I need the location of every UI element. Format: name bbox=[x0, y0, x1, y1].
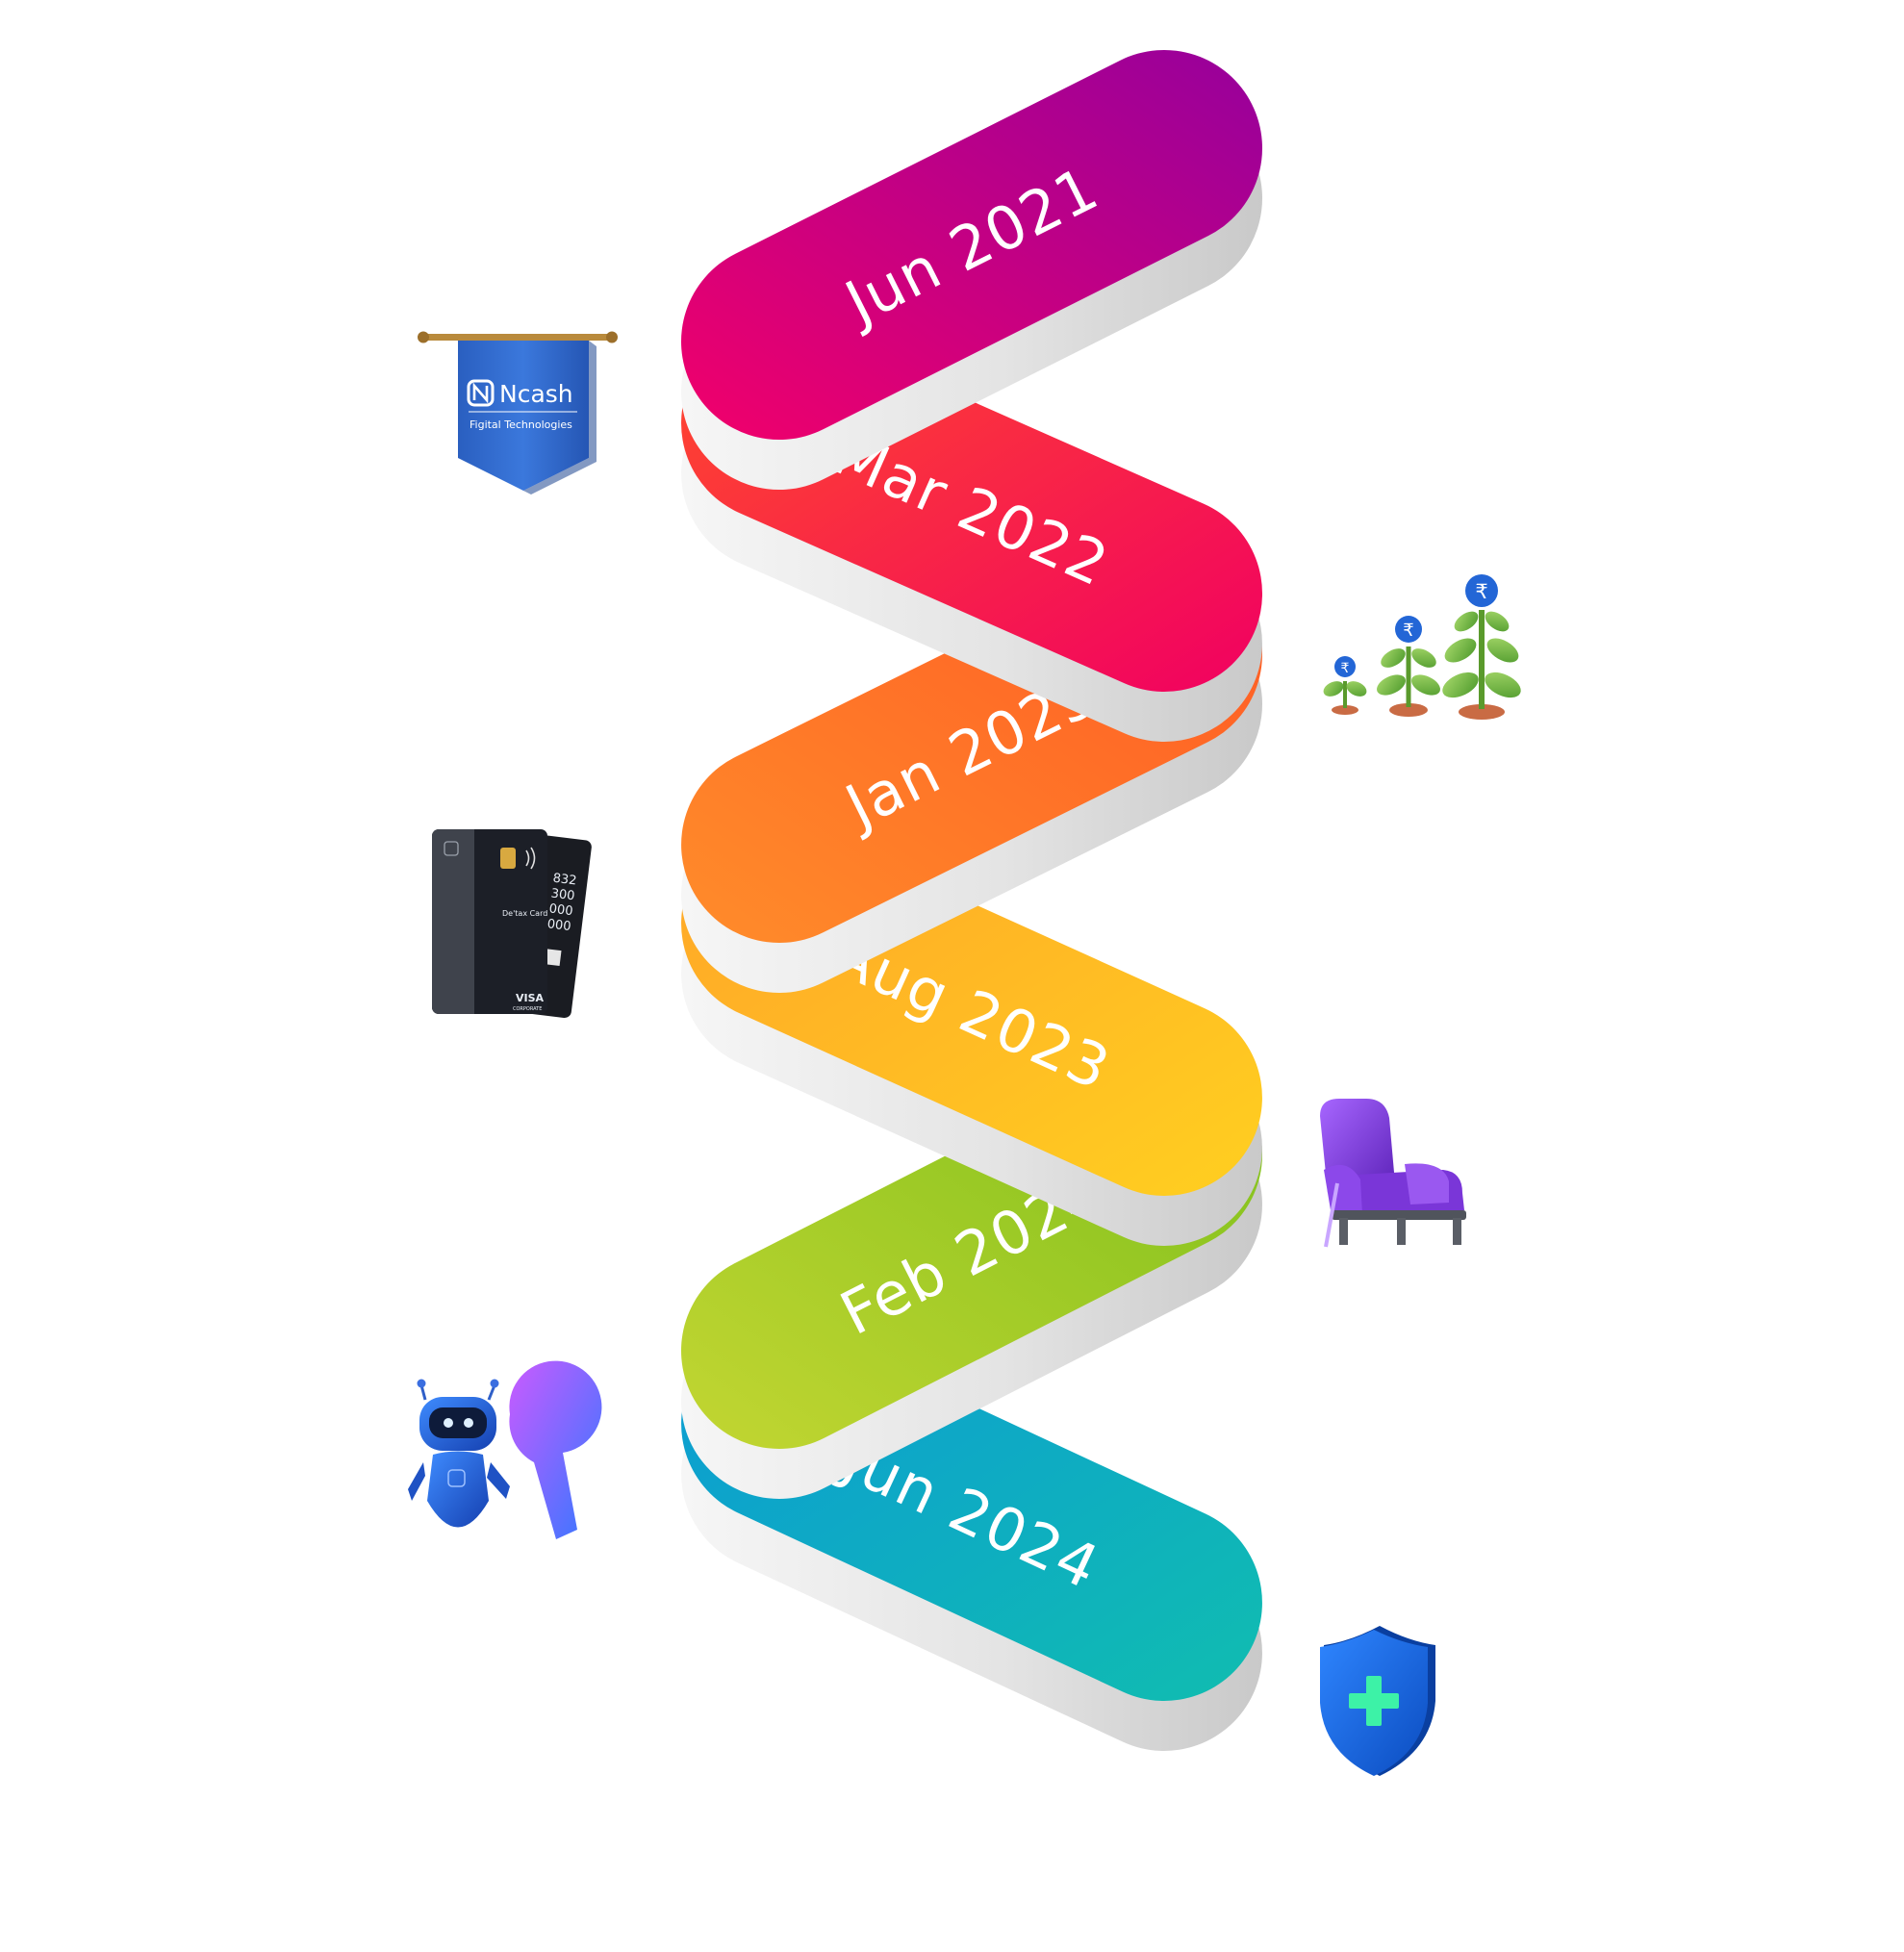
svg-text:832: 832 bbox=[552, 872, 577, 889]
currency-symbol: ₹ bbox=[1341, 661, 1350, 676]
currency-symbol: ₹ bbox=[1475, 580, 1487, 603]
chair-illustration bbox=[1320, 1099, 1466, 1248]
timeline-step-1: Jun 2021 bbox=[681, 50, 1262, 491]
growth-plants-illustration: ₹ ₹ ₹ bbox=[1323, 574, 1521, 720]
card-product: De'tax Card bbox=[502, 909, 547, 918]
small-plant-icon: ₹ bbox=[1323, 656, 1367, 715]
svg-text:300: 300 bbox=[550, 886, 575, 903]
step-top bbox=[681, 50, 1262, 441]
card-logo-icon bbox=[444, 841, 459, 856]
svg-text:000: 000 bbox=[548, 901, 573, 919]
chip-icon bbox=[500, 848, 516, 869]
shield-illustration bbox=[1320, 1626, 1435, 1776]
banner-tagline: Figital Technologies bbox=[470, 418, 572, 431]
medium-plant-icon: ₹ bbox=[1377, 616, 1440, 717]
ncash-logo-icon bbox=[467, 379, 495, 407]
contactless-icon bbox=[525, 847, 536, 870]
card-network-sub: CORPORATE bbox=[513, 1006, 542, 1012]
svg-text:000: 000 bbox=[546, 917, 571, 934]
ncash-banner-illustration: Ncash Figital Technologies bbox=[418, 331, 618, 494]
card-illustration: 832 300 000 000 De'tax Card VISA CORPORA… bbox=[432, 829, 592, 1019]
banner-brand: Ncash bbox=[499, 380, 573, 408]
card-network: VISA bbox=[516, 992, 545, 1004]
search-q-icon bbox=[509, 1360, 602, 1539]
large-plant-icon: ₹ bbox=[1442, 574, 1521, 720]
qr-code-icon bbox=[544, 949, 562, 967]
currency-symbol: ₹ bbox=[1403, 621, 1413, 641]
robot-logo-icon bbox=[447, 1469, 466, 1487]
card-back-digits: 832 300 000 000 bbox=[546, 872, 577, 935]
robot-illustration bbox=[408, 1360, 602, 1539]
